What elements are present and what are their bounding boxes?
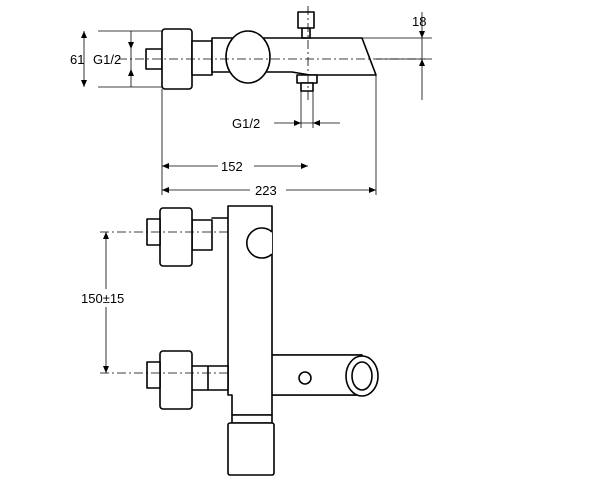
front-diverter-collar xyxy=(231,414,273,424)
thread-bottom-label: G1/2 xyxy=(232,116,260,131)
front-view: 150±15 xyxy=(79,205,379,476)
side-top-stem xyxy=(301,27,311,39)
dimension-spacing-label: 150±15 xyxy=(81,291,124,306)
front-lower-pipe xyxy=(146,361,161,389)
side-bottom-nut xyxy=(296,74,318,84)
side-top-nut xyxy=(297,11,315,29)
front-spout-hole xyxy=(298,371,312,385)
side-neck xyxy=(191,40,213,76)
front-upper-handle xyxy=(159,207,193,267)
side-diverter xyxy=(225,30,271,84)
dimension-152-label: 152 xyxy=(221,159,243,174)
side-bottom-fitting xyxy=(300,82,314,92)
dimension-223-label: 223 xyxy=(255,183,277,198)
front-diverter-handle xyxy=(227,422,275,476)
front-upper-stub xyxy=(191,219,213,251)
dimension-61-label: 61 xyxy=(70,52,84,67)
front-spout-inner xyxy=(351,361,373,391)
dimension-18-label: 18 xyxy=(412,14,426,29)
front-lower-handle xyxy=(159,350,193,410)
front-hook xyxy=(246,227,273,259)
front-lower-stub xyxy=(207,365,229,391)
thread-left-label: G1/2 xyxy=(93,52,121,67)
side-view: 61 G1/2 18 G1/2 152 223 xyxy=(70,6,432,198)
